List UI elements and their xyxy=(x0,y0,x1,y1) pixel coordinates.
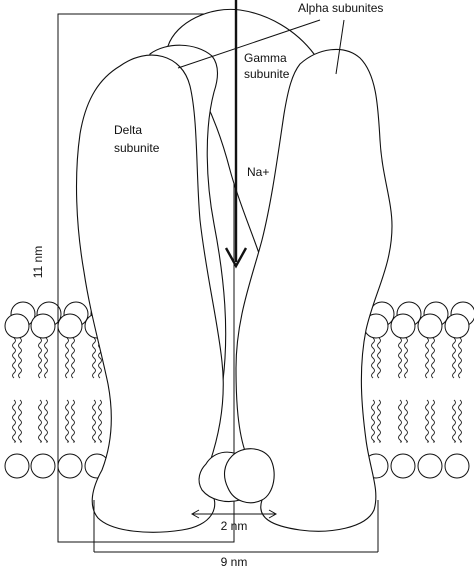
lipid-head xyxy=(390,453,416,479)
lipid-tail xyxy=(425,399,429,443)
lipid-tail xyxy=(71,399,75,443)
lipid-tail xyxy=(425,337,429,379)
pore-width-arrow-right xyxy=(268,509,278,519)
delta-subunit xyxy=(75,54,224,533)
lipid-tail xyxy=(371,399,375,443)
lipid-head xyxy=(30,453,56,479)
lipid-tail xyxy=(452,399,456,443)
pore-width-label: 2 nm xyxy=(221,519,248,533)
gamma-label-line1: Gamma xyxy=(244,51,287,65)
lipid-tail xyxy=(65,399,69,443)
membrane-right-bottom-heads xyxy=(363,453,470,479)
lipid-tail xyxy=(377,337,381,379)
alpha-leader-left xyxy=(177,19,321,69)
lipid-tail xyxy=(98,399,102,443)
lipid-tail xyxy=(431,337,435,379)
pore-width-dimension xyxy=(190,509,278,519)
membrane-left-bottom-heads xyxy=(4,453,110,479)
lipid-tail xyxy=(38,399,42,443)
lipid-tail xyxy=(65,337,69,379)
lipid-tail xyxy=(38,337,42,379)
delta-label-line2: subunite xyxy=(114,141,160,155)
lipid-tail xyxy=(398,337,402,379)
lipid-tail xyxy=(371,337,375,379)
lipid-tail xyxy=(458,337,462,379)
lipid-head xyxy=(444,453,470,479)
lipid-tail xyxy=(404,399,408,443)
lipid-tail xyxy=(452,337,456,379)
ion-flow-arrow xyxy=(224,0,248,269)
lipid-head xyxy=(417,453,443,479)
lipid-tail xyxy=(458,399,462,443)
pore-width-arrow-left xyxy=(190,509,200,519)
lipid-tail xyxy=(377,399,381,443)
membrane-right xyxy=(363,301,474,479)
lipid-tail xyxy=(71,337,75,379)
membrane-right-tails xyxy=(371,337,462,443)
width-label: 9 nm xyxy=(221,555,248,567)
lipid-tail xyxy=(398,399,402,443)
lipid-tail xyxy=(44,337,48,379)
lipid-head xyxy=(444,313,470,339)
lipid-tail xyxy=(18,399,22,443)
lipid-tail xyxy=(431,399,435,443)
lipid-tail xyxy=(92,337,96,379)
lipid-head xyxy=(417,313,443,339)
lipid-head xyxy=(57,313,83,339)
lipid-head xyxy=(57,453,83,479)
height-bracket xyxy=(57,13,235,543)
lipid-head xyxy=(30,313,56,339)
delta-label-line1: Delta xyxy=(114,123,142,137)
ion-flow-arrow-head xyxy=(224,247,248,269)
alpha-label: Alpha subunites xyxy=(298,1,383,15)
pore-domain-right xyxy=(223,448,275,504)
alpha-leader-right xyxy=(335,19,345,75)
ion-label: Na+ xyxy=(247,165,269,179)
alpha-subunit-right xyxy=(235,48,393,532)
membrane-right-top-heads xyxy=(363,301,474,339)
lipid-tail xyxy=(92,399,96,443)
membrane-left-tails xyxy=(12,337,102,443)
lipid-tail xyxy=(12,337,16,379)
lipid-head xyxy=(4,313,30,339)
lipid-tail xyxy=(44,399,48,443)
lipid-head xyxy=(4,453,30,479)
lipid-head xyxy=(390,313,416,339)
gamma-label-line2: subunite xyxy=(244,67,290,81)
lipid-tail xyxy=(18,337,22,379)
lipid-tail xyxy=(12,399,16,443)
width-dimension xyxy=(93,500,379,553)
lipid-tail xyxy=(404,337,408,379)
height-label: 11 nm xyxy=(31,246,45,278)
